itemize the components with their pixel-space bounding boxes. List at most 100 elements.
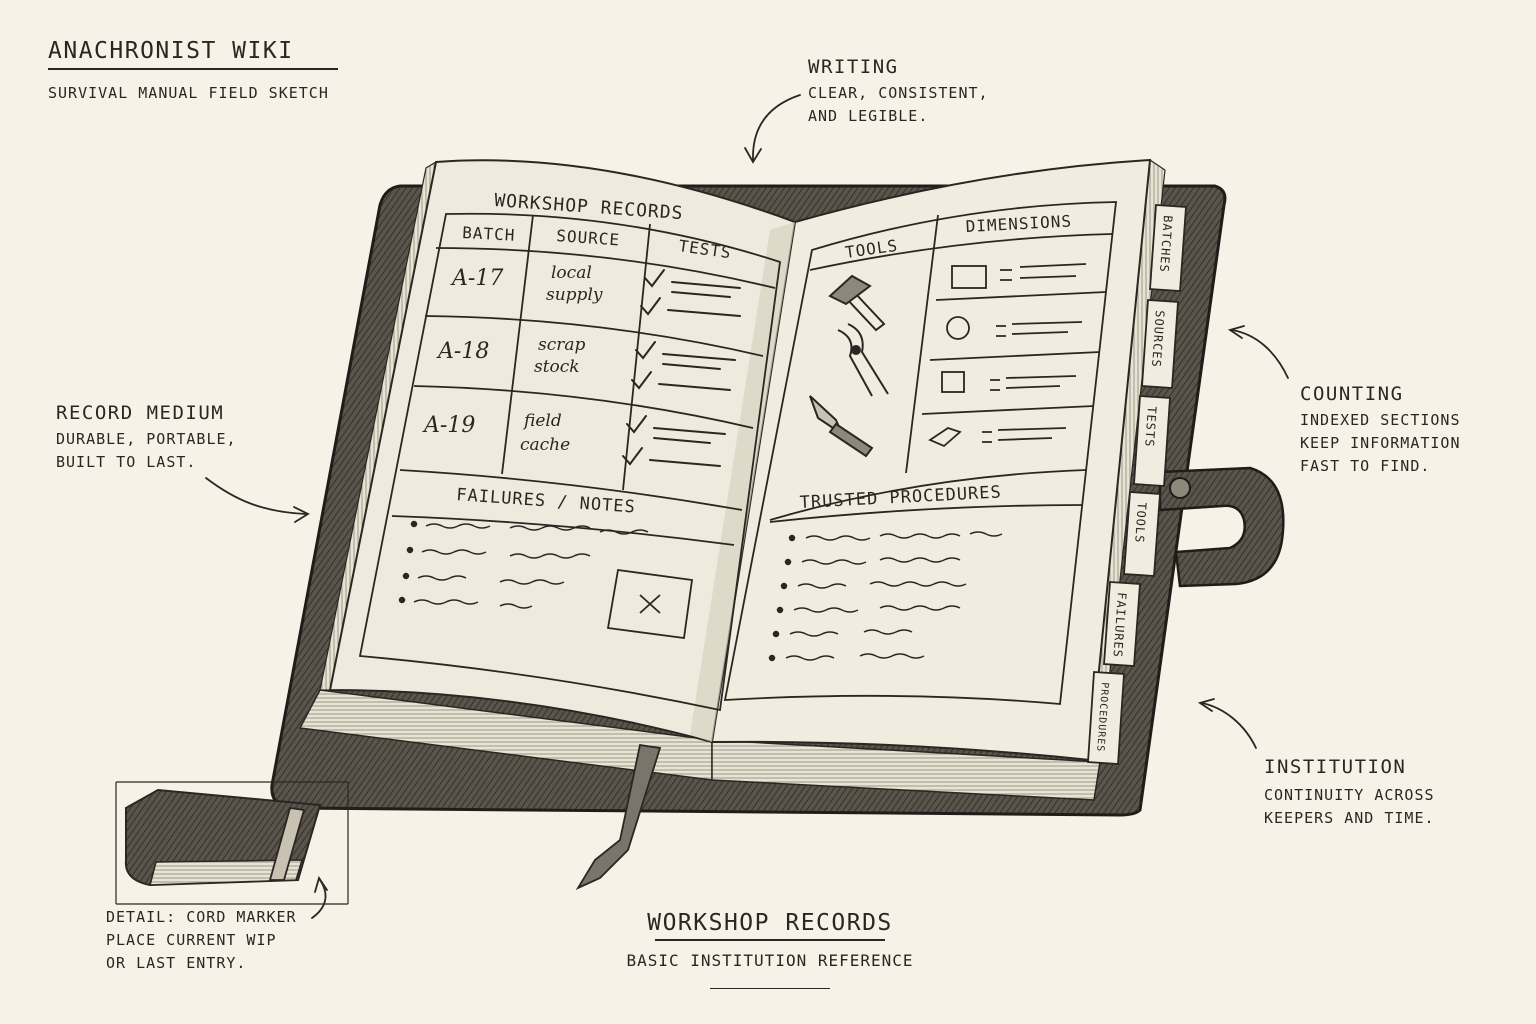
arrow-institution	[1201, 702, 1257, 749]
annotation-detail-line: DETAIL: CORD MARKER	[106, 908, 297, 926]
procedures-header-line	[769, 504, 1083, 523]
footer-rule	[710, 988, 830, 989]
tab-tests[interactable]: TESTS	[1133, 395, 1171, 487]
annotation-detail-line: PLACE CURRENT WIP	[106, 931, 277, 949]
check-icon	[622, 447, 643, 466]
batch-a17: A-17	[450, 266, 503, 291]
annotation-record-medium-line: DURABLE, PORTABLE,	[56, 430, 237, 448]
notes-header-line	[391, 515, 735, 546]
source-a17-line1: local	[551, 263, 592, 283]
page-title: ANACHRONIST WIKI	[48, 38, 294, 64]
annotation-record-medium-title: RECORD MEDIUM	[56, 402, 225, 424]
header-block: ANACHRONIST WIKI SURVIVAL MANUAL FIELD S…	[48, 38, 338, 105]
angle-icon	[928, 427, 962, 448]
arrow-record-medium-head	[293, 506, 310, 523]
check-icon	[640, 297, 661, 316]
col-source: SOURCE	[556, 226, 621, 249]
placeholder-image-box	[606, 568, 694, 640]
annotation-record-medium: RECORD MEDIUM DURABLE, PORTABLE, BUILT T…	[56, 402, 237, 474]
arrow-detail-head	[314, 875, 328, 893]
tab-batches[interactable]: BATCHES	[1149, 204, 1187, 292]
annotation-institution-title: INSTITUTION	[1264, 756, 1407, 778]
tab-sources[interactable]: SOURCES	[1141, 299, 1179, 389]
annotation-writing-title: WRITING	[808, 56, 899, 78]
right-row-line-3	[921, 405, 1095, 415]
col-batch: BATCH	[462, 223, 516, 245]
right-col-line	[905, 214, 939, 474]
check-icon	[626, 415, 647, 434]
annotation-institution: INSTITUTION CONTINUITY ACROSS KEEPERS AN…	[1264, 756, 1435, 830]
source-a18-line2: stock	[534, 357, 580, 377]
annotation-counting: COUNTING INDEXED SECTIONS KEEP INFORMATI…	[1300, 383, 1461, 478]
tab-failures[interactable]: FAILURES	[1103, 581, 1141, 667]
ribbon-bookmark	[575, 743, 662, 891]
annotation-institution-line: CONTINUITY ACROSS	[1264, 786, 1435, 804]
right-row-line-1	[935, 291, 1107, 301]
right-header-line	[809, 233, 1113, 271]
circle-icon	[946, 316, 970, 340]
dimension-sketches	[928, 263, 1087, 448]
tab-label: PROCEDURES	[1094, 682, 1110, 753]
batch-a19: A-19	[422, 413, 475, 438]
annotation-counting-line: INDEXED SECTIONS	[1300, 411, 1461, 429]
tab-label: FAILURES	[1110, 592, 1129, 659]
tab-label: BATCHES	[1157, 215, 1175, 273]
right-row-line-2	[929, 351, 1101, 361]
arrow-counting	[1231, 329, 1289, 379]
annotation-record-medium-line: BUILT TO LAST.	[56, 453, 197, 471]
arrow-institution-head	[1197, 698, 1215, 712]
rectangle-icon	[951, 265, 987, 289]
annotation-detail-line: OR LAST ENTRY.	[106, 954, 247, 972]
check-icon	[644, 269, 665, 288]
notes-lines	[398, 520, 649, 609]
procedures-lines	[768, 531, 1003, 662]
close-icon	[639, 594, 661, 614]
annotation-arrows	[205, 94, 1289, 919]
test-checks	[622, 269, 741, 467]
hammer-icon	[828, 274, 886, 332]
annotation-counting-title: COUNTING	[1300, 383, 1404, 405]
right-tools-bottom	[769, 469, 1087, 521]
tab-label: SOURCES	[1149, 310, 1167, 368]
left-page-frame	[358, 212, 781, 712]
tab-procedures[interactable]: PROCEDURES	[1087, 671, 1125, 765]
annotation-counting-line: KEEP INFORMATION	[1300, 434, 1461, 452]
source-a19-line2: cache	[520, 435, 570, 455]
footer-title: WORKSHOP RECORDS	[647, 910, 893, 936]
page-subtitle: SURVIVAL MANUAL FIELD SKETCH	[48, 84, 329, 102]
title-underline	[48, 68, 338, 70]
page-block-right	[711, 739, 1101, 801]
annotation-institution-line: KEEPERS AND TIME.	[1264, 809, 1435, 827]
square-icon	[941, 371, 965, 393]
row-line-1	[424, 315, 764, 357]
tab-label: TESTS	[1142, 406, 1159, 448]
tab-label: TOOLS	[1132, 502, 1149, 544]
source-a18-line1: scrap	[538, 335, 586, 355]
tab-tools[interactable]: TOOLS	[1123, 491, 1161, 577]
footer-title-underline	[655, 939, 885, 941]
col-line-2	[622, 223, 651, 491]
source-a19-line1: field	[522, 411, 562, 431]
annotation-writing-line: CLEAR, CONSISTENT,	[808, 84, 989, 102]
check-icon	[631, 371, 652, 390]
annotation-writing: WRITING CLEAR, CONSISTENT, AND LEGIBLE.	[808, 56, 989, 128]
source-a17-line2: supply	[546, 285, 603, 305]
footer-subtitle: BASIC INSTITUTION REFERENCE	[626, 951, 914, 970]
annotation-detail: DETAIL: CORD MARKER PLACE CURRENT WIP OR…	[106, 906, 297, 975]
footer-block: WORKSHOP RECORDS BASIC INSTITUTION REFER…	[560, 910, 980, 989]
strap-snap	[1169, 477, 1191, 499]
header-row-line	[435, 247, 776, 289]
batch-a18: A-18	[436, 339, 489, 364]
arrow-writing	[752, 94, 801, 161]
annotation-counting-line: FAST TO FIND.	[1300, 457, 1431, 475]
row-line-2	[413, 385, 754, 429]
arrow-counting-head	[1227, 325, 1245, 339]
arrow-record-medium	[205, 477, 307, 515]
right-page-frame	[723, 201, 1118, 705]
check-icon	[635, 341, 656, 360]
index-tabs: BATCHES SOURCES TESTS TOOLS FAILURES PROCEDUR…	[1087, 204, 1187, 765]
pliers-icon	[837, 323, 889, 397]
col-line-1	[501, 214, 534, 475]
knife-icon	[809, 395, 874, 458]
